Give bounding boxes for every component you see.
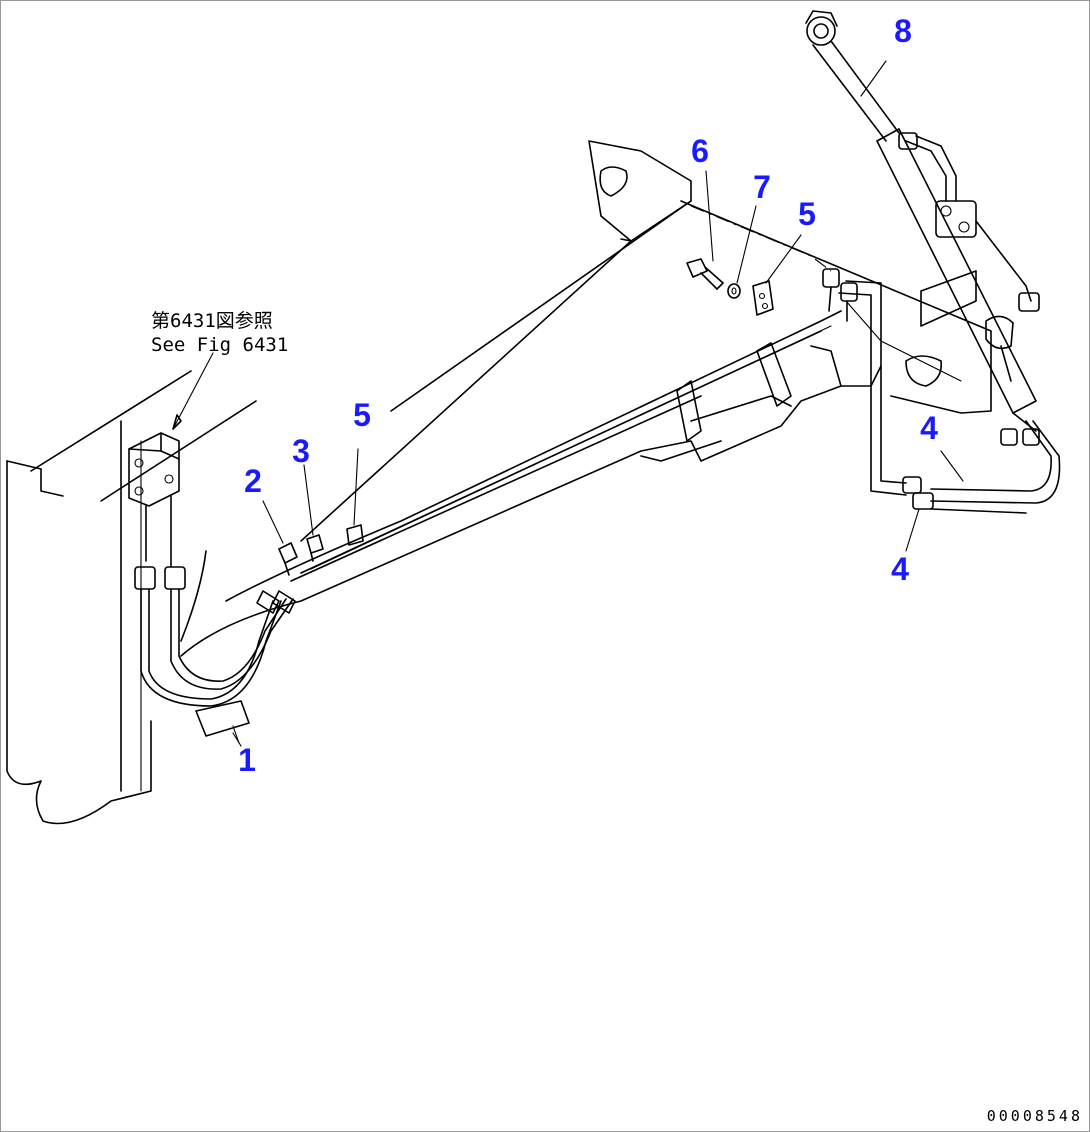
callout-6: 6: [691, 133, 709, 169]
callout-5-lower: 5: [353, 397, 371, 433]
callout-3: 3: [292, 433, 310, 469]
frame-panel: [6, 370, 257, 825]
callout-4-upper: 4: [920, 410, 938, 446]
drawing-number: 00008548: [986, 1107, 1083, 1125]
callout-1: 1: [238, 742, 256, 778]
hose-assembly-1: [134, 566, 296, 747]
callout-4-lower: 4: [891, 551, 909, 587]
reference-note-en: See Fig 6431: [151, 334, 289, 356]
reference-leader: [172, 352, 214, 430]
callout-7: 7: [753, 169, 771, 205]
control-valve: [128, 432, 180, 567]
bolt-6: [686, 258, 724, 290]
tube-assembly-4: [822, 268, 1061, 514]
washer-7: [727, 283, 741, 299]
elbow-fitting-2: [278, 542, 298, 576]
center-line: [690, 205, 832, 272]
reference-note-jp: 第6431図参照: [151, 310, 273, 332]
boom: [180, 310, 882, 657]
leader-lines: [232, 60, 964, 744]
callout-5-upper: 5: [798, 196, 816, 232]
clamp-5-upper: [752, 280, 774, 316]
clamp-5-lower: [346, 524, 364, 546]
hydraulic-cylinder-8: [805, 10, 1040, 432]
callout-2: 2: [244, 463, 262, 499]
elbow-fitting-3: [306, 534, 324, 562]
callout-8: 8: [894, 13, 912, 49]
